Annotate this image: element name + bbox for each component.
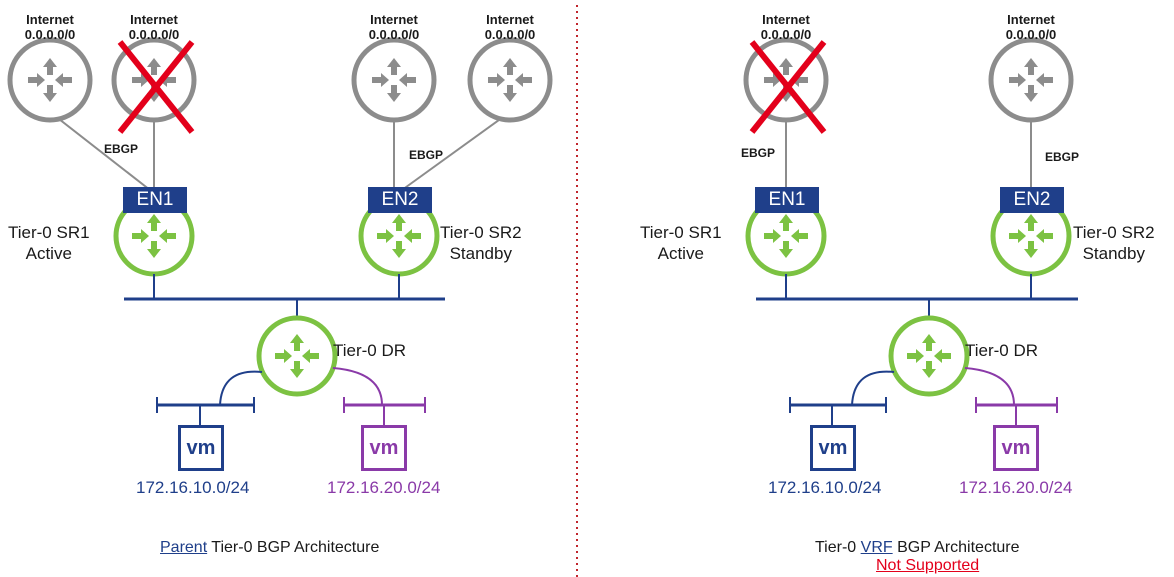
edge-node-en1-badge: EN1	[123, 187, 187, 213]
internet-router-icon	[991, 40, 1071, 120]
subnet-purple-label: 172.16.20.0/24	[327, 478, 441, 497]
tier0-dr-router-icon	[891, 318, 967, 394]
tier0-dr-label: Tier-0 DR	[333, 341, 407, 360]
failure-x-icon	[749, 40, 827, 134]
tier0-dr-label: Tier-0 DR	[965, 341, 1039, 360]
vm-purple-box: vm	[361, 425, 407, 471]
ebgp-label: EBGP	[104, 142, 139, 156]
link-inet1-en1	[49, 111, 151, 191]
ebgp-label: EBGP	[409, 148, 444, 162]
failure-x-icon	[117, 40, 195, 134]
subnet-blue-label: 172.16.10.0/24	[768, 478, 882, 497]
edge-node-en2-badge: EN2	[1000, 187, 1064, 213]
ebgp-label: EBGP	[1045, 150, 1080, 164]
edge-node-en2-badge: EN2	[368, 187, 432, 213]
not-supported-label: Not Supported	[876, 557, 980, 574]
right-caption: Tier-0 VRF BGP Architecture	[815, 539, 1020, 556]
subnet-purple-label: 172.16.20.0/24	[959, 478, 1073, 497]
internet-router-icon	[470, 40, 550, 120]
left-diagram	[10, 40, 550, 425]
internet-router-icon	[10, 40, 90, 120]
vm-purple-box: vm	[993, 425, 1039, 471]
vm-blue-box: vm	[178, 425, 224, 471]
internet-router-icon	[354, 40, 434, 120]
subnet-blue-label: 172.16.10.0/24	[136, 478, 250, 497]
right-diagram	[746, 40, 1078, 425]
ebgp-label: EBGP	[741, 146, 776, 160]
tier0-dr-router-icon	[259, 318, 335, 394]
link-inet4-en2	[401, 111, 511, 191]
edge-node-en1-badge: EN1	[755, 187, 819, 213]
left-caption: Parent Tier-0 BGP Architecture	[160, 539, 380, 556]
vm-blue-box: vm	[810, 425, 856, 471]
